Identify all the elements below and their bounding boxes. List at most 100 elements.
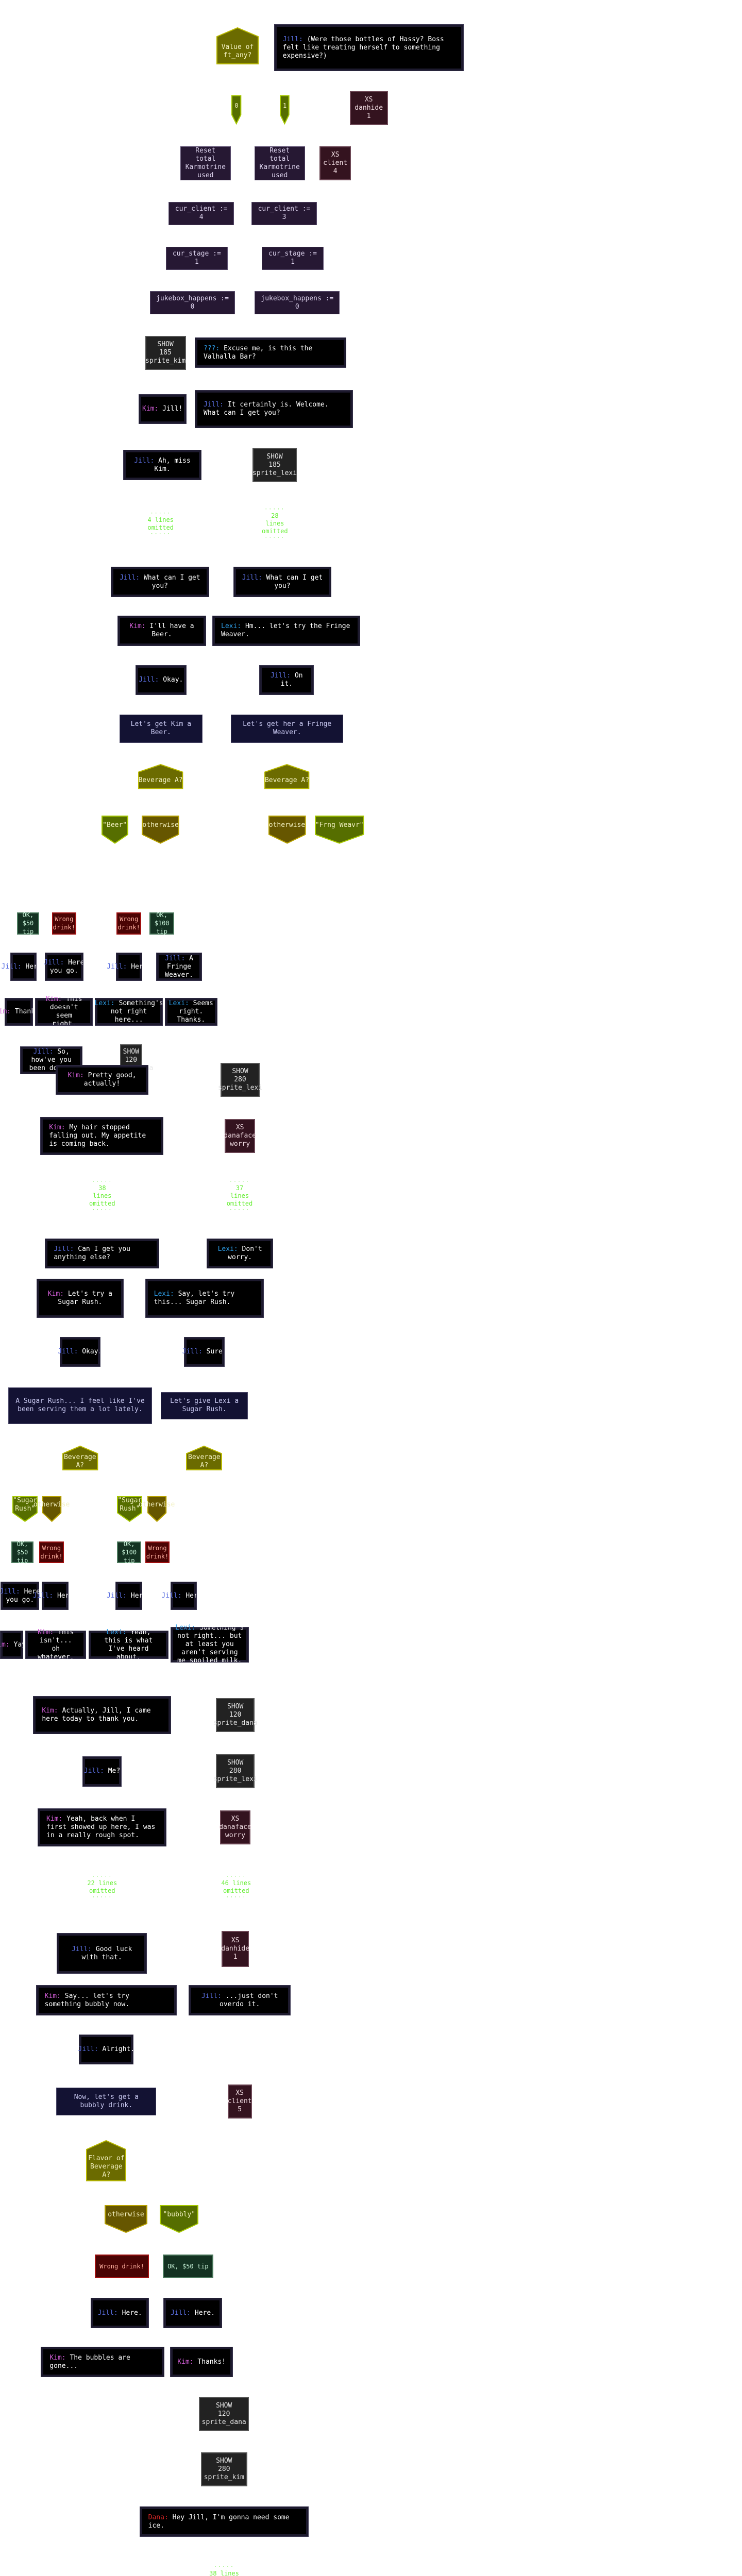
dialogue-node[interactable]: Jill:Here you go. [0, 1582, 40, 1610]
decision-node[interactable]: Value of ft_any? [216, 27, 259, 65]
wrong-drink-node[interactable]: Wrong drink! [116, 912, 141, 935]
command-node[interactable]: jukebox_happens := 0 [150, 291, 235, 315]
dialogue-node[interactable]: Lexi:Seems right. Thanks. [164, 998, 217, 1026]
dialogue-node[interactable]: Lexi:Something's not right here... [95, 998, 163, 1026]
branch-case[interactable]: "Sugar Rush" [117, 1496, 143, 1522]
dialogue-node[interactable]: Jill:Sure. [182, 1337, 227, 1367]
show-sprite-node[interactable]: SHOW 185 sprite_kim [145, 336, 186, 370]
dialogue-node[interactable]: Kim:Yeah, back when I first showed up he… [38, 1808, 166, 1847]
xs-node[interactable]: XS danaface worry [224, 1119, 256, 1154]
wrong-drink-node[interactable]: Wrong drink! [39, 1541, 64, 1564]
dialogue-node[interactable]: Jill:Okay. [58, 1337, 102, 1367]
dialogue-node[interactable]: Kim:Thanks! [0, 998, 43, 1026]
dialogue-node[interactable]: Jill:A Fringe Weaver. [156, 953, 202, 981]
branch-case[interactable]: "Sugar Rush" [12, 1496, 38, 1522]
dialogue-node[interactable]: Jill:It certainly is. Welcome. What can … [195, 389, 353, 428]
dialogue-node[interactable]: Jill:So, how've you been doing? [20, 1046, 83, 1074]
branch-otherwise[interactable]: otherwise [268, 816, 306, 844]
branch-otherwise[interactable]: otherwise [33, 1496, 70, 1522]
show-sprite-node[interactable]: SHOW 280 sprite_kim [200, 2452, 247, 2487]
dialogue-node[interactable]: Jill:Here. [161, 1582, 206, 1610]
decision-node[interactable]: Beverage A? [138, 764, 183, 789]
command-node[interactable]: jukebox_happens := 0 [255, 291, 340, 315]
dialogue-node[interactable]: Jill:Here you go. [44, 953, 84, 981]
dialogue-node[interactable]: Kim:Yay! [0, 1631, 30, 1659]
decision-node[interactable]: Beverage A? [264, 764, 310, 789]
dialogue-node[interactable]: Jill:Okay. [135, 665, 187, 696]
dialogue-node[interactable]: ???:Excuse me, is this the Valhalla Bar? [194, 337, 347, 368]
show-sprite-node[interactable]: SHOW 280 sprite_lexi [218, 1063, 262, 1097]
dialogue-node[interactable]: Lexi:Something's not right... but at lea… [171, 1624, 249, 1665]
tip-ok-node[interactable]: OK, $50 tip [11, 1540, 34, 1564]
branch-case[interactable]: "bubbly" [160, 2205, 199, 2233]
dialogue-node[interactable]: Kim:The bubbles are gone... [41, 2347, 165, 2377]
dialogue-node[interactable]: Jill:Can I get you anything else? [45, 1239, 159, 1269]
thought-node[interactable]: Let's give Lexi a Sugar Rush. [161, 1392, 248, 1419]
wrong-drink-node[interactable]: Wrong drink! [94, 2255, 149, 2278]
dialogue-node[interactable]: Lexi:Don't worry. [207, 1239, 273, 1269]
command-node[interactable]: cur_client := 4 [168, 201, 234, 225]
show-sprite-node[interactable]: SHOW 120 sprite_dana [213, 1698, 258, 1732]
command-node[interactable]: Reset total Karmotrine used [180, 146, 231, 180]
dialogue-node[interactable]: Jill:Here. [107, 953, 151, 981]
xs-node[interactable]: XS danaface worry [219, 1810, 251, 1845]
show-sprite-node[interactable]: SHOW 185 sprite_lexi [252, 448, 297, 482]
branch-otherwise[interactable]: otherwise [142, 816, 179, 844]
dialogue-node[interactable]: Kim:Pretty good, actually! [55, 1065, 149, 1095]
dialogue-node[interactable]: Kim:Let's try a Sugar Rush. [37, 1278, 124, 1318]
xs-node[interactable]: XS danhide 1 [349, 91, 388, 125]
xs-node[interactable]: XS client 4 [319, 146, 351, 180]
tip-ok-node[interactable]: OK, $100 tip [149, 911, 174, 935]
dialogue-node[interactable]: Jill:Here. [90, 2298, 149, 2328]
xs-node[interactable]: XS client 5 [227, 2084, 252, 2119]
dialogue-node[interactable]: Jill:On it. [259, 665, 314, 696]
dialogue-node[interactable]: Jill:What can I get you? [111, 567, 209, 597]
dialogue-node[interactable]: Jill:Ah, miss Kim. [123, 450, 201, 480]
dialogue-node[interactable]: Jill:What can I get you? [233, 567, 332, 597]
dialogue-node[interactable]: Dana:Hey Jill, I'm gonna need some ice. [139, 2506, 309, 2537]
dialogue-node[interactable]: Jill:Here. [2, 953, 46, 981]
tip-ok-node[interactable]: OK, $50 tip [163, 2255, 213, 2278]
dialogue-node[interactable]: Kim:Actually, Jill, I came here today to… [33, 1696, 171, 1735]
command-node[interactable]: cur_stage := 1 [165, 246, 228, 270]
decision-node[interactable]: Flavor of Beverage A? [86, 2140, 127, 2181]
show-sprite-node[interactable]: SHOW 120 sprite_dana [199, 2397, 249, 2432]
dialogue-node[interactable]: Jill:(Were those bottles of Hassy? Boss … [274, 24, 464, 72]
decision-node[interactable]: Beverage A? [62, 1445, 98, 1470]
thought-node[interactable]: A Sugar Rush... I feel like I've been se… [8, 1387, 152, 1424]
branch-case[interactable]: 1 [280, 95, 290, 125]
dialogue-node[interactable]: Jill:Me? [82, 1756, 122, 1787]
command-node[interactable]: cur_client := 3 [251, 201, 317, 225]
dialogue-node[interactable]: Jill:Good luck with that. [57, 1933, 147, 1974]
wrong-drink-node[interactable]: Wrong drink! [52, 912, 76, 935]
dialogue-node[interactable]: Kim:I'll have a Beer. [117, 616, 206, 646]
dialogue-node[interactable]: Jill:Alright. [78, 2034, 134, 2065]
show-sprite-node[interactable]: SHOW 280 sprite_lexi [213, 1754, 258, 1789]
dialogue-node[interactable]: Lexi:Yeah, this is what I've heard about… [88, 1629, 168, 1661]
tip-ok-node[interactable]: OK, $50 tip [16, 911, 40, 935]
thought-node[interactable]: Now, let's get a bubbly drink. [56, 2088, 157, 2115]
branch-case[interactable]: "Beer" [101, 816, 128, 844]
dialogue-node[interactable]: Lexi:Hm... let's try the Fringe Weaver. [212, 616, 361, 646]
xs-node[interactable]: XS danhide 1 [221, 1931, 249, 1968]
branch-otherwise[interactable]: otherwise [105, 2205, 147, 2233]
branch-case[interactable]: "Frng Weavr" [315, 816, 364, 844]
dialogue-node[interactable]: Kim:Thanks! [170, 2347, 233, 2377]
decision-node[interactable]: Beverage A? [186, 1445, 223, 1470]
dialogue-node[interactable]: Jill:Here. [33, 1582, 77, 1610]
dialogue-node[interactable]: Kim:This isn't... oh whatever. [25, 1629, 87, 1661]
wrong-drink-node[interactable]: Wrong drink! [145, 1541, 170, 1564]
tip-ok-node[interactable]: OK, $100 tip [117, 1540, 142, 1564]
dialogue-node[interactable]: Lexi:Say, let's try this... Sugar Rush. [145, 1278, 264, 1318]
thought-node[interactable]: Let's get Kim a Beer. [120, 715, 203, 743]
branch-case[interactable]: 0 [231, 95, 242, 125]
dialogue-node[interactable]: Jill:...just don't overdo it. [188, 1985, 291, 2015]
branch-otherwise[interactable]: otherwise [139, 1496, 175, 1522]
dialogue-node[interactable]: Kim:This doesn't seem right. [35, 995, 93, 1028]
command-node[interactable]: cur_stage := 1 [261, 246, 324, 270]
dialogue-node[interactable]: Jill:Here. [163, 2298, 222, 2328]
dialogue-node[interactable]: Kim:My hair stopped falling out. My appe… [40, 1117, 163, 1156]
dialogue-node[interactable]: Kim:Say... let's try something bubbly no… [36, 1985, 177, 2015]
dialogue-node[interactable]: Kim:Jill! [138, 394, 187, 425]
thought-node[interactable]: Let's get her a Fringe Weaver. [231, 715, 344, 743]
